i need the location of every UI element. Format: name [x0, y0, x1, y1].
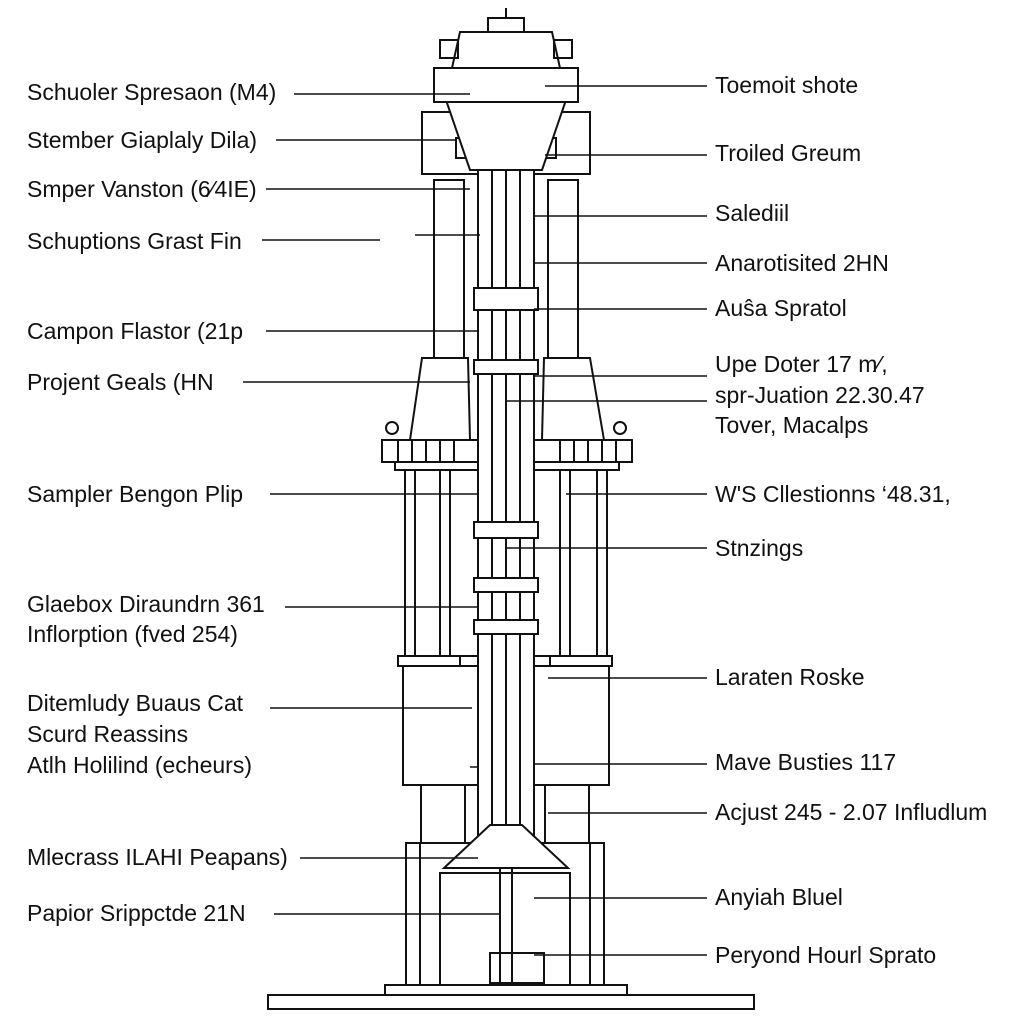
label-right: Mave Busties 117: [715, 749, 897, 775]
cone-left: [408, 357, 472, 441]
label-right: Stnzings: [715, 535, 804, 561]
top-cap-base: [433, 67, 579, 103]
label-right: Toemoit shote: [715, 72, 859, 98]
label-right: Peryond Hourl Sprato: [715, 942, 937, 968]
lower-column-left: [420, 784, 466, 844]
label-left: Inflorption (fved 254): [27, 621, 238, 647]
ground-base-plate: [267, 994, 755, 1010]
label-right: Acjust 245 - 2.07 Infludlum: [715, 799, 988, 825]
label-left: Schuptions Grast Fin: [27, 228, 242, 254]
label-left: Sampler Bengon Plip: [27, 481, 244, 507]
label-right: spr-Juation 22.30.47: [715, 382, 925, 408]
label-left: Ditemludy Buaus Cat: [27, 690, 244, 716]
label-right: Laraten Roske: [715, 664, 865, 690]
label-right: W'S Cllestionns ‘48.31,: [715, 481, 951, 507]
label-left: Papior Srippctde 21N: [27, 900, 246, 926]
label-right: Tover, Macalps: [715, 412, 869, 438]
label-right: Anarotisited 2HN: [715, 250, 889, 276]
label-right: Anyiah Bluel: [715, 884, 843, 910]
label-left: Scurd Reassins: [27, 721, 189, 747]
label-left: Glaebox Diraundrn 361: [27, 591, 265, 617]
label-right: Auŝa Spratol: [715, 295, 847, 321]
label-left: Smper Vanston (6⁄4IE): [27, 176, 257, 202]
label-right: Salediil: [715, 200, 790, 226]
label-left: Schuoler Spresaon (M4): [27, 79, 277, 105]
top-cap: [450, 31, 562, 69]
upper-column-left: [433, 179, 465, 359]
label-left: Campon Flastor (21p: [27, 318, 244, 344]
upper-column-right: [547, 179, 579, 359]
label-right: Troiled Greum: [715, 140, 862, 166]
label-left: Mlecrass ILAHI Peapans): [27, 844, 288, 870]
label-left: Stember Giaplaly Dila): [27, 127, 258, 153]
label-right: Upe Doter 17 m⁄,: [715, 351, 888, 377]
label-left: Projent Geals (HN: [27, 369, 214, 395]
lower-column-right: [544, 784, 590, 844]
foot-plinth: [384, 984, 628, 996]
cone-right: [540, 357, 606, 441]
label-left: Atlh Holilind (echeurs): [27, 752, 252, 778]
